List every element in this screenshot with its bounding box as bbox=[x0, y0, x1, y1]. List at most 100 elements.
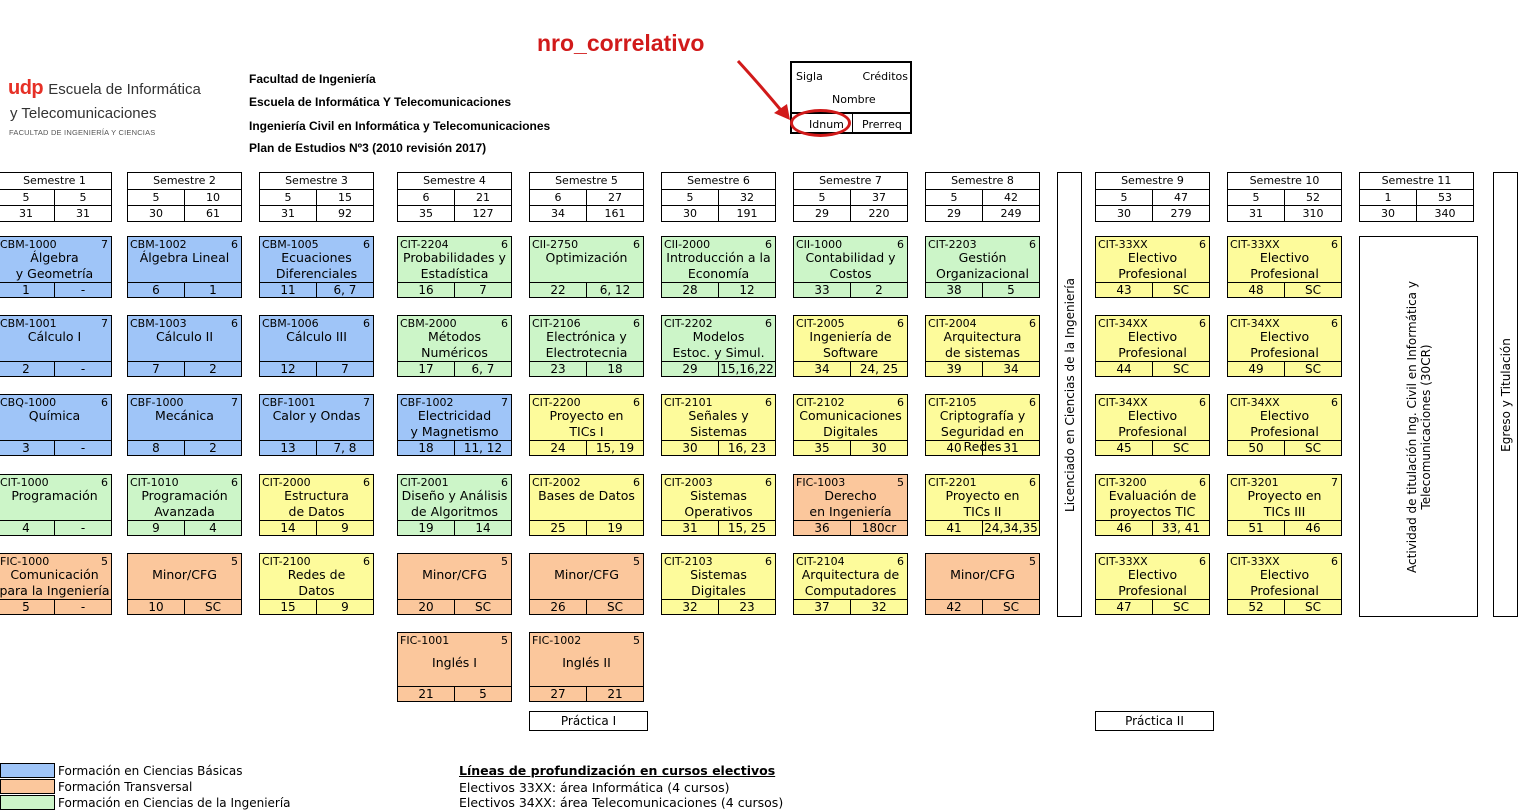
course-credits: 5 bbox=[231, 555, 238, 568]
semester-courses: 5 bbox=[22, 191, 30, 204]
egreso-box: Egreso y Titulación bbox=[1493, 172, 1518, 617]
course-name: Química bbox=[28, 408, 81, 423]
course-code: CIT-2204 bbox=[400, 238, 449, 251]
semester-title: Semestre 8 bbox=[951, 174, 1014, 187]
course-prerreq: 7 bbox=[316, 362, 373, 376]
semester-courses-cum: 37 bbox=[850, 190, 907, 205]
course-idnum: 1 bbox=[22, 283, 30, 297]
semester-courses: 1 bbox=[1384, 191, 1392, 204]
course-prerreq: 15, 19 bbox=[586, 441, 643, 455]
course-idnum: 5 bbox=[22, 600, 30, 614]
semester-title: Semestre 7 bbox=[819, 174, 882, 187]
course-prerreq: 5 bbox=[454, 687, 511, 701]
course-name: Electivo Profesional bbox=[1250, 329, 1319, 360]
course-credits: 6 bbox=[501, 317, 508, 330]
course-idnum: 33 bbox=[814, 283, 830, 297]
course-prerreq: 46 bbox=[1284, 521, 1341, 535]
course-prerreq: SC bbox=[1152, 600, 1209, 614]
course-prerreq: 6, 7 bbox=[316, 283, 373, 297]
course-credits: 6 bbox=[633, 238, 640, 251]
course-idnum: 36 bbox=[814, 521, 830, 535]
legend-label-ingenieria: Formación en Ciencias de la Ingeniería bbox=[58, 796, 291, 810]
course-credits: 6 bbox=[101, 476, 108, 489]
course-idnum: 50 bbox=[1248, 441, 1264, 455]
course-name: Electivo Profesional bbox=[1118, 250, 1187, 281]
course-name: Inglés I bbox=[432, 655, 477, 670]
course-idnum: 30 bbox=[682, 441, 698, 455]
course-prerreq: SC bbox=[1284, 362, 1341, 376]
course-credits: 7 bbox=[501, 396, 508, 409]
semester-courses-cum: 5 bbox=[54, 190, 111, 205]
course-idnum: 16 bbox=[418, 283, 434, 297]
course-credits: 6 bbox=[1331, 238, 1338, 251]
practica-1: Práctica I bbox=[529, 711, 648, 731]
course-code: CIT-2001 bbox=[400, 476, 449, 489]
course-name: Electricidad y Magnetismo bbox=[410, 408, 499, 439]
course-name: Minor/CFG bbox=[950, 567, 1015, 582]
egreso-text: Egreso y Titulación bbox=[1498, 337, 1513, 452]
course-idnum: 42 bbox=[946, 600, 962, 614]
course-credits: 6 bbox=[1331, 396, 1338, 409]
key-prerreq: Prerreq bbox=[862, 118, 902, 131]
logo-line3: FACULTAD DE INGENIERÍA Y CIENCIAS bbox=[9, 128, 156, 137]
course-code: CIT-3201 bbox=[1230, 476, 1279, 489]
course-idnum: 23 bbox=[550, 362, 566, 376]
course-code: CII-2000 bbox=[664, 238, 711, 251]
course-credits: 7 bbox=[231, 396, 238, 409]
course-idnum: 13 bbox=[280, 441, 296, 455]
semester-courses-cum: 52 bbox=[1284, 190, 1341, 205]
semester-courses-cum: 27 bbox=[586, 190, 643, 205]
course-prerreq: SC bbox=[454, 600, 511, 614]
course-idnum: 2 bbox=[22, 362, 30, 376]
course-idnum: 6 bbox=[152, 283, 160, 297]
course-credits: 6 bbox=[1029, 238, 1036, 251]
course-idnum: 7 bbox=[152, 362, 160, 376]
course-name: Calor y Ondas bbox=[272, 408, 361, 423]
semester-courses: 5 bbox=[1120, 191, 1128, 204]
course-code: CIT-2202 bbox=[664, 317, 713, 330]
course-name: Introducción a la Economía bbox=[666, 250, 771, 281]
course-code: CIT-34XX bbox=[1098, 317, 1148, 330]
course-footer: 50 SC bbox=[1228, 440, 1341, 455]
actividad-box: Actividad de titulación Ing. Civil en In… bbox=[1359, 236, 1478, 617]
logo-line2: y Telecomunicaciones bbox=[10, 105, 157, 122]
course-prerreq: SC bbox=[1284, 441, 1341, 455]
course-prerreq: 6, 7 bbox=[454, 362, 511, 376]
course-name: Sistemas Operativos bbox=[684, 488, 753, 519]
course-credits: 6 bbox=[501, 238, 508, 251]
course-code: CIT-34XX bbox=[1230, 396, 1280, 409]
semester-title: Semestre 3 bbox=[285, 174, 348, 187]
legend-swatch-green bbox=[0, 795, 55, 810]
course-code: FIC-1001 bbox=[400, 634, 450, 647]
course-prerreq: SC bbox=[982, 600, 1039, 614]
key-nombre: Nombre bbox=[832, 93, 876, 106]
course-credits: 6 bbox=[501, 476, 508, 489]
semester-courses-cum: 42 bbox=[982, 190, 1039, 205]
course-prerreq: 14 bbox=[454, 521, 511, 535]
semester-credits: 31 bbox=[19, 207, 33, 220]
licenciado-text: Licenciado en Ciencias de la Ingeniería bbox=[1062, 277, 1077, 512]
course-name: Proyecto en TICs III bbox=[1247, 488, 1322, 519]
semester-courses-cum: 21 bbox=[454, 190, 511, 205]
